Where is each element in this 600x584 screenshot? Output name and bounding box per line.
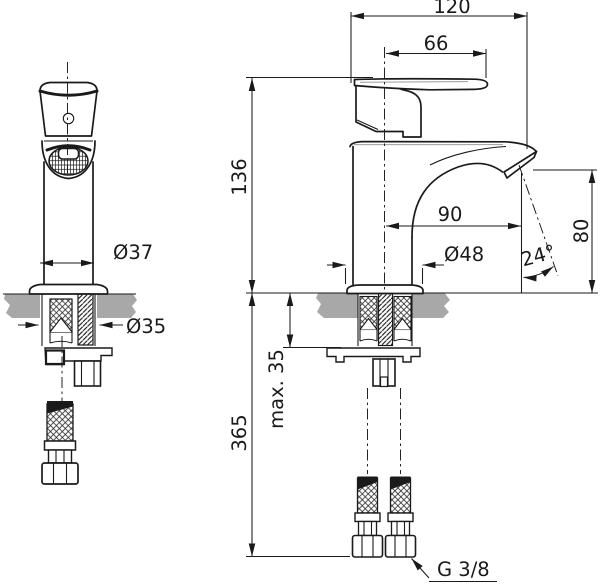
mounting-washer-side <box>326 347 421 363</box>
shank-tube-side <box>357 293 413 346</box>
handle-front <box>39 81 98 137</box>
hose-cut-end-front <box>47 401 73 414</box>
hose-cut-end-right <box>390 476 411 490</box>
threaded-shank-side <box>377 292 394 347</box>
faucet-body-side <box>352 145 413 286</box>
hose-nut-facets-right <box>394 535 407 557</box>
thread-size-label: G 3/8 <box>437 558 490 581</box>
hose-break-edges-side <box>359 317 412 342</box>
hose-break-right <box>394 318 411 330</box>
handle-dome-edge <box>38 89 99 97</box>
handle-button <box>62 112 75 125</box>
hose-connector-left <box>357 520 378 537</box>
hose-connector-front <box>47 449 73 464</box>
countertop-front-left <box>4 294 40 318</box>
outlet-aerator <box>503 150 538 179</box>
dim-80-label: 80 <box>570 219 593 244</box>
spout-inner-contour <box>429 145 507 166</box>
hose-nut-left <box>351 534 384 558</box>
washer-tab-front <box>44 349 66 366</box>
dim-90-label: 90 <box>438 203 463 226</box>
base-flange-front <box>28 283 109 295</box>
countertop-side-right <box>412 293 450 318</box>
dim-max35-label: max. 35 <box>265 349 288 429</box>
hose-nut-facets-front <box>52 463 68 484</box>
aerator-insert <box>57 147 80 160</box>
shank-tube-front <box>41 294 96 346</box>
hose-collar-left <box>354 512 381 523</box>
hose-collar-front <box>43 440 77 451</box>
threaded-shank-front <box>77 293 94 346</box>
hose-connector-windows-left <box>363 521 373 536</box>
spout-underside <box>411 162 504 238</box>
hose-break-front <box>50 318 72 332</box>
hose-break-edge-front <box>49 317 73 344</box>
front-view <box>3 62 137 485</box>
base-flange-side <box>346 284 424 295</box>
hose-connector-right <box>390 520 411 537</box>
side-view <box>246 47 598 558</box>
faucet-body-front <box>43 161 94 286</box>
countertop-side-left <box>316 293 358 318</box>
dim-48-label: Ø48 <box>444 243 484 266</box>
hose-break-left <box>360 318 377 330</box>
dim-136-label: 136 <box>228 158 251 195</box>
dim-120-label: 120 <box>433 0 470 18</box>
hose-nut-facets-left <box>361 535 374 557</box>
mounting-nut-notch <box>379 376 389 388</box>
dim-365-label: 365 <box>228 414 251 451</box>
dim-35-label: Ø35 <box>126 315 166 338</box>
dimensions: 120 66 136 365 max. 35 90 <box>18 0 597 583</box>
handle-neck-detail <box>356 119 379 131</box>
dim-37-label: Ø37 <box>113 241 153 264</box>
hose-nut-right <box>384 534 417 558</box>
lever-blade-highlight <box>359 81 469 83</box>
countertop-front-right <box>97 294 137 318</box>
mounting-nut-facets-front <box>80 361 95 386</box>
hose-connector-windows-front <box>55 450 65 463</box>
hose-cut-end-left <box>357 476 378 490</box>
body-top-edge <box>349 140 538 153</box>
hose-collar-right <box>387 512 414 523</box>
hose-nut-front <box>41 462 79 485</box>
mounting-nut-front <box>73 360 102 387</box>
handle-neck-fill <box>356 85 421 137</box>
dim-66-label: 66 <box>424 32 449 55</box>
stream-angle-line <box>518 164 559 277</box>
dim-24-label: 24° <box>519 240 558 271</box>
hose-connector-windows-right <box>396 521 406 536</box>
aerator-rim <box>45 144 92 152</box>
